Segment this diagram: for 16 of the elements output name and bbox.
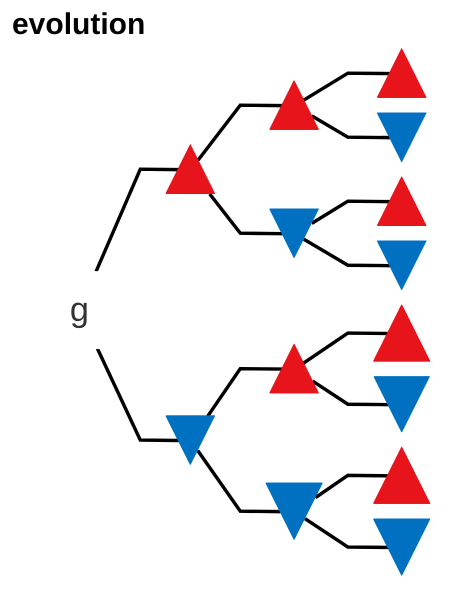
- connector: [304, 517, 388, 550]
- connector: [196, 103, 282, 162]
- connector: [94, 167, 179, 272]
- title: evolution: [11, 7, 146, 42]
- connector: [206, 366, 282, 418]
- connector: [302, 331, 388, 364]
- connector: [208, 192, 282, 236]
- connector: [312, 380, 388, 406]
- connector: [96, 348, 179, 442]
- connector: [310, 200, 390, 225]
- connector: [314, 474, 388, 499]
- node-text: g: [70, 291, 89, 329]
- connector: [303, 238, 390, 268]
- connector: [302, 71, 390, 102]
- connector: [196, 450, 280, 514]
- connector: [310, 114, 390, 140]
